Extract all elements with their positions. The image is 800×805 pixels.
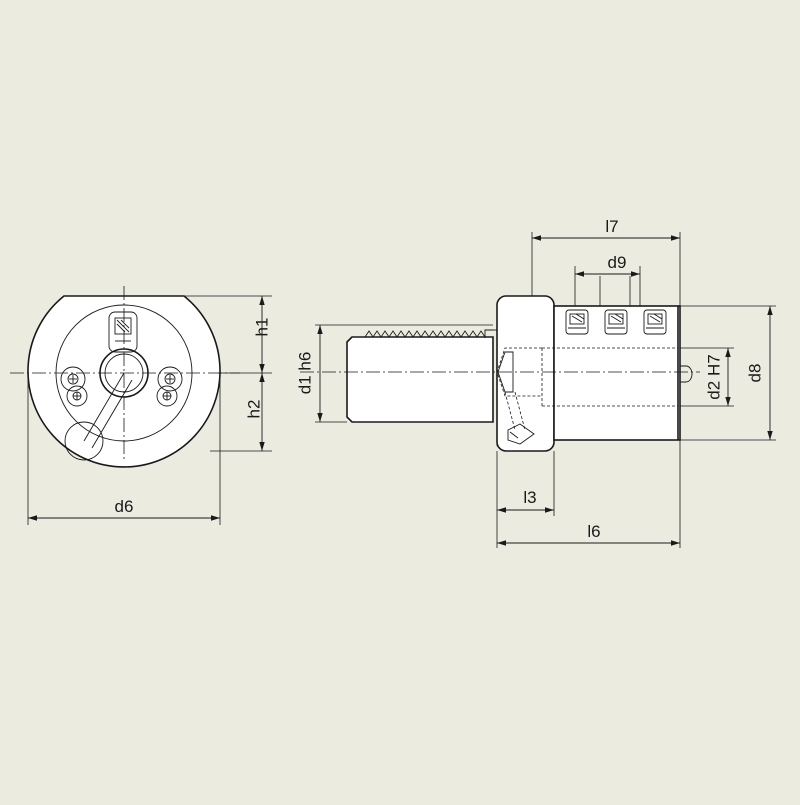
- d9-label: d9: [608, 253, 627, 272]
- h1-label: h1: [252, 318, 271, 337]
- d8-label: d8: [745, 364, 764, 383]
- l3-label: l3: [523, 488, 536, 507]
- left-clamp-screw: [60, 366, 88, 407]
- tool-body: [553, 305, 681, 441]
- h2-label: h2: [244, 400, 263, 419]
- l6-label: l6: [587, 522, 600, 541]
- top-screw-detail: [108, 311, 138, 353]
- shank: [346, 336, 494, 423]
- body-screw-2: [604, 309, 628, 335]
- end-port: [680, 365, 693, 383]
- right-clamp-screw: [156, 366, 183, 407]
- coolant-channel: [83, 372, 125, 442]
- front-view: h1 h2 d6: [10, 286, 272, 525]
- body-screw-3: [643, 309, 667, 335]
- body-screw-1: [565, 309, 589, 335]
- d6-label: d6: [115, 497, 134, 516]
- l7-label: l7: [605, 217, 618, 236]
- coolant-port: [64, 421, 104, 461]
- d1-h6-label: d1 h6: [295, 352, 314, 395]
- d2-h7-label: d2 H7: [704, 354, 723, 399]
- side-view: l7 d9 d1 h6 d2 H7 d8 l3 l6: [295, 217, 776, 548]
- shank-serration: [364, 329, 493, 339]
